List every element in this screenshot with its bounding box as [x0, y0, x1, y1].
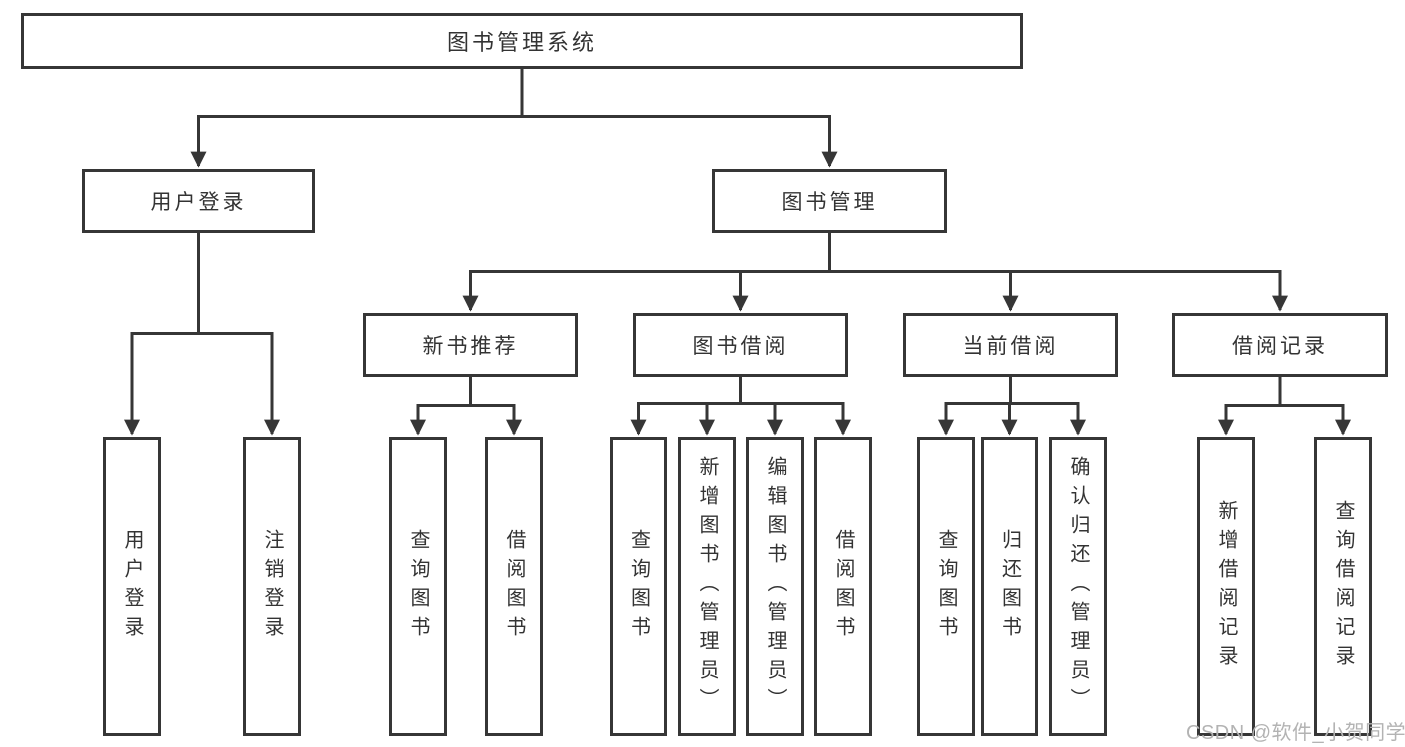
leaf-current-confirm: 确认归还（管理员） — [1049, 437, 1107, 736]
leaf-current-return: 归还图书 — [981, 437, 1038, 736]
leaf-current-query: 查询图书 — [917, 437, 975, 736]
leaf-user-login: 用户登录 — [103, 437, 161, 736]
node-book-management: 图书管理 — [712, 169, 947, 233]
leaf-current-query-label: 查询图书 — [935, 528, 957, 645]
node-borrow-records-label: 借阅记录 — [1232, 335, 1328, 358]
node-book-management-label: 图书管理 — [781, 191, 878, 214]
node-root: 图书管理系统 — [21, 13, 1023, 69]
leaf-newbook-query: 查询图书 — [389, 437, 447, 736]
leaf-borrow-add-label: 新增图书（管理员） — [696, 456, 718, 717]
leaf-newbook-borrow-label: 借阅图书 — [503, 528, 525, 645]
leaf-borrow-query: 查询图书 — [610, 437, 667, 736]
leaf-borrow-edit-label: 编辑图书（管理员） — [764, 456, 786, 717]
node-new-book-label: 新书推荐 — [422, 335, 519, 358]
leaf-newbook-borrow: 借阅图书 — [485, 437, 543, 736]
node-current-borrow-label: 当前借阅 — [962, 335, 1059, 358]
leaf-records-add-label: 新增借阅记录 — [1215, 499, 1237, 674]
node-user-login-label: 用户登录 — [150, 191, 247, 214]
csdn-watermark: CSDN @软件_小贺同学 — [1186, 722, 1405, 744]
leaf-records-query: 查询借阅记录 — [1314, 437, 1372, 736]
node-borrow-records: 借阅记录 — [1172, 313, 1388, 377]
leaf-current-return-label: 归还图书 — [998, 528, 1021, 645]
node-book-borrow: 图书借阅 — [633, 313, 848, 377]
node-root-label: 图书管理系统 — [446, 30, 597, 55]
node-new-book: 新书推荐 — [363, 313, 578, 377]
leaf-borrow-query-label: 查询图书 — [627, 528, 650, 645]
node-current-borrow: 当前借阅 — [903, 313, 1118, 377]
leaf-newbook-query-label: 查询图书 — [407, 528, 429, 645]
leaf-current-confirm-label: 确认归还（管理员） — [1067, 456, 1089, 717]
leaf-records-query-label: 查询借阅记录 — [1332, 499, 1354, 674]
leaf-borrow-borrow: 借阅图书 — [814, 437, 872, 736]
leaf-borrow-edit: 编辑图书（管理员） — [746, 437, 804, 736]
leaf-records-add: 新增借阅记录 — [1197, 437, 1255, 736]
leaf-logout-login: 注销登录 — [243, 437, 301, 736]
leaf-borrow-borrow-label: 借阅图书 — [832, 528, 854, 645]
leaf-logout-login-label: 注销登录 — [261, 528, 283, 645]
leaf-borrow-add: 新增图书（管理员） — [678, 437, 736, 736]
leaf-user-login-label: 用户登录 — [121, 528, 143, 645]
node-book-borrow-label: 图书借阅 — [692, 335, 789, 358]
node-user-login: 用户登录 — [82, 169, 315, 233]
